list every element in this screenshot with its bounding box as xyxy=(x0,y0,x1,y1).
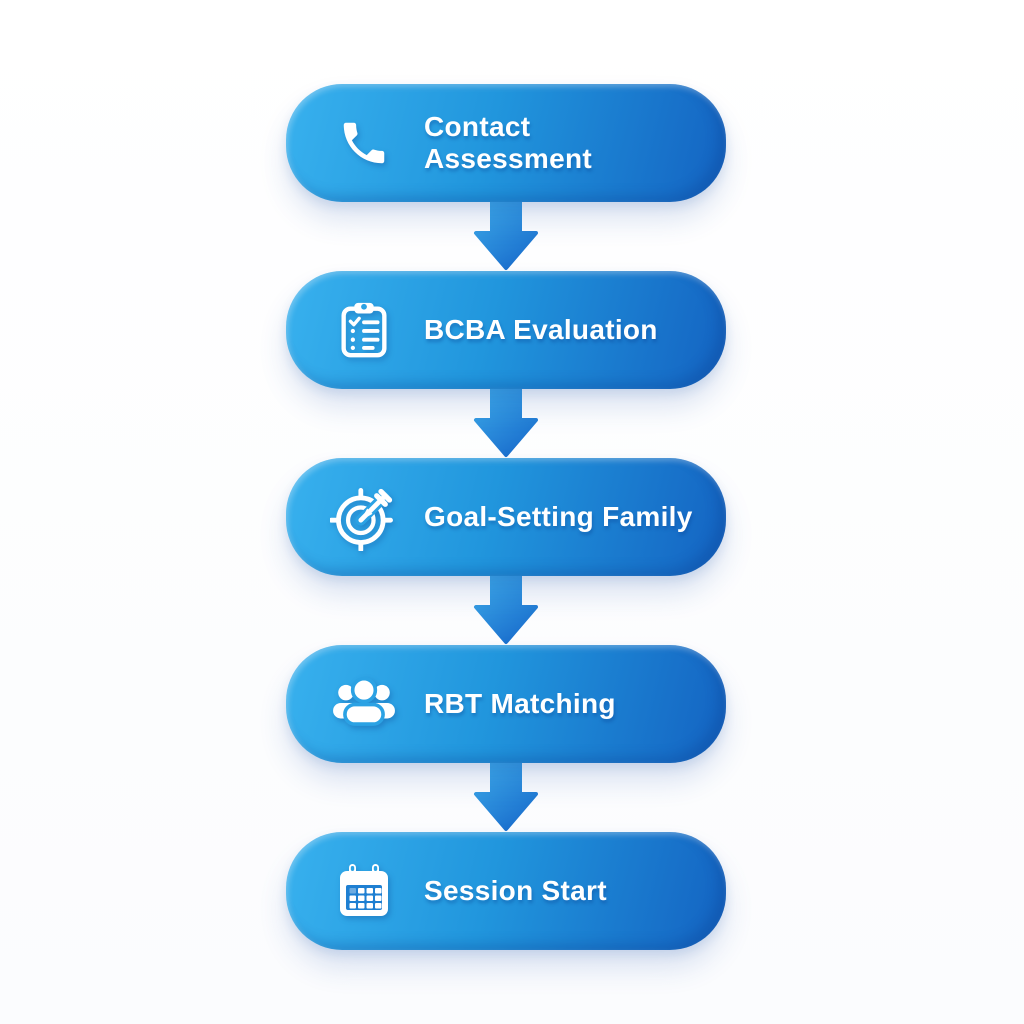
down-arrow-icon xyxy=(471,201,541,272)
process-flow: Contact Assessment xyxy=(286,77,734,950)
step-goal-setting-family: Goal-Setting Family xyxy=(286,451,734,576)
step-label: Contact Assessment xyxy=(424,110,592,174)
target-arrow-icon xyxy=(330,483,398,551)
down-arrow-icon xyxy=(471,762,541,833)
step-label: BCBA Evaluation xyxy=(424,313,658,345)
step-label: RBT Matching xyxy=(424,687,616,719)
down-arrow-icon xyxy=(471,575,541,646)
calendar-icon xyxy=(330,857,398,925)
down-arrow-icon xyxy=(471,388,541,459)
step-session-start: Session Start xyxy=(286,825,734,950)
people-group-icon xyxy=(330,670,398,738)
step-bcba-evaluation: BCBA Evaluation xyxy=(286,264,734,389)
step-rbt-matching: RBT Matching xyxy=(286,638,734,763)
phone-icon xyxy=(330,109,398,177)
step-label: Goal-Setting Family xyxy=(424,500,693,532)
step-contact-assessment: Contact Assessment xyxy=(286,77,734,202)
clipboard-checklist-icon xyxy=(330,296,398,364)
step-label: Session Start xyxy=(424,874,607,906)
